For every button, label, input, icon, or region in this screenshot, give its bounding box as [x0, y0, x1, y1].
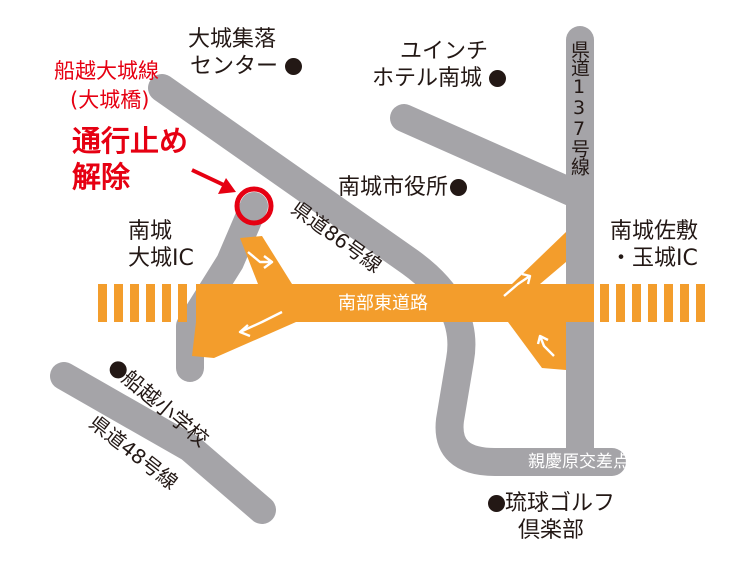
ic-sashiki: 南城佐敷 ・玉城IC — [610, 218, 698, 272]
ic-sashiki-line2: ・玉城IC — [610, 246, 698, 271]
intersection-label: 親慶原交差点 — [528, 452, 630, 472]
ramp-sashiki-on — [508, 322, 566, 370]
expressway-nanbu-toh — [98, 232, 705, 370]
poi-ozato-center: 大城集落 センター — [188, 26, 303, 80]
poi-marker — [489, 70, 507, 87]
poi-golf: 琉球ゴルフ 倶楽部 — [488, 490, 615, 544]
notice-arrow — [191, 168, 236, 194]
ramp-arrow-3 — [503, 272, 532, 297]
poi-hotel-line1: ユインチ — [400, 39, 489, 64]
road-pref48 — [50, 362, 276, 524]
notice-line2: 解除 — [72, 160, 131, 194]
ramp-arrow-1 — [247, 251, 274, 269]
ramp-arrow-4 — [536, 334, 555, 357]
ramp-sashiki-off — [512, 232, 566, 284]
poi-marker — [450, 179, 468, 196]
poi-hotel-line2-text: ホテル南城 — [372, 66, 483, 91]
expressway-label: 南部東道路 — [338, 293, 428, 314]
pref137-label: 県道137号線 — [568, 40, 590, 175]
poi-golf-line1-text: 琉球ゴルフ — [505, 491, 616, 516]
poi-hotel: ユインチ ホテル南城 — [372, 38, 507, 92]
ic-ozato-line1: 南城 — [128, 219, 173, 244]
closure-marker — [234, 186, 274, 226]
poi-golf-line1: 琉球ゴルフ — [488, 490, 615, 517]
ramp-arrow-2 — [238, 310, 283, 338]
poi-marker — [488, 495, 505, 512]
poi-ozato-center-line2: センター — [188, 53, 303, 80]
poi-hotel-line2: ホテル南城 — [372, 65, 507, 92]
poi-ozato-center-line2-text: センター — [190, 54, 279, 79]
notice-line1: 通行止め — [72, 124, 189, 158]
poi-city-hall-text: 南城市役所 — [338, 175, 449, 200]
poi-ozato-center-line1: 大城集落 — [188, 27, 277, 52]
poi-city-hall: 南城市役所 — [338, 174, 468, 201]
ramp-ozato-off — [192, 322, 296, 358]
ic-ozato-line2: 大城IC — [128, 246, 194, 271]
ic-ozato: 南城 大城IC — [128, 218, 194, 272]
poi-golf-line2: 倶楽部 — [518, 518, 585, 543]
ramp-ozato-on — [240, 236, 292, 284]
road-yuinchi — [390, 104, 594, 210]
expressway-main — [196, 284, 594, 322]
ic-sashiki-line1: 南城佐敷 — [610, 219, 699, 244]
road-pref86 — [148, 74, 626, 476]
poi-marker — [285, 58, 303, 75]
bridge-name-line1: 船越大城線 — [54, 59, 159, 83]
bridge-name-line2: (大城橋) — [70, 88, 150, 112]
